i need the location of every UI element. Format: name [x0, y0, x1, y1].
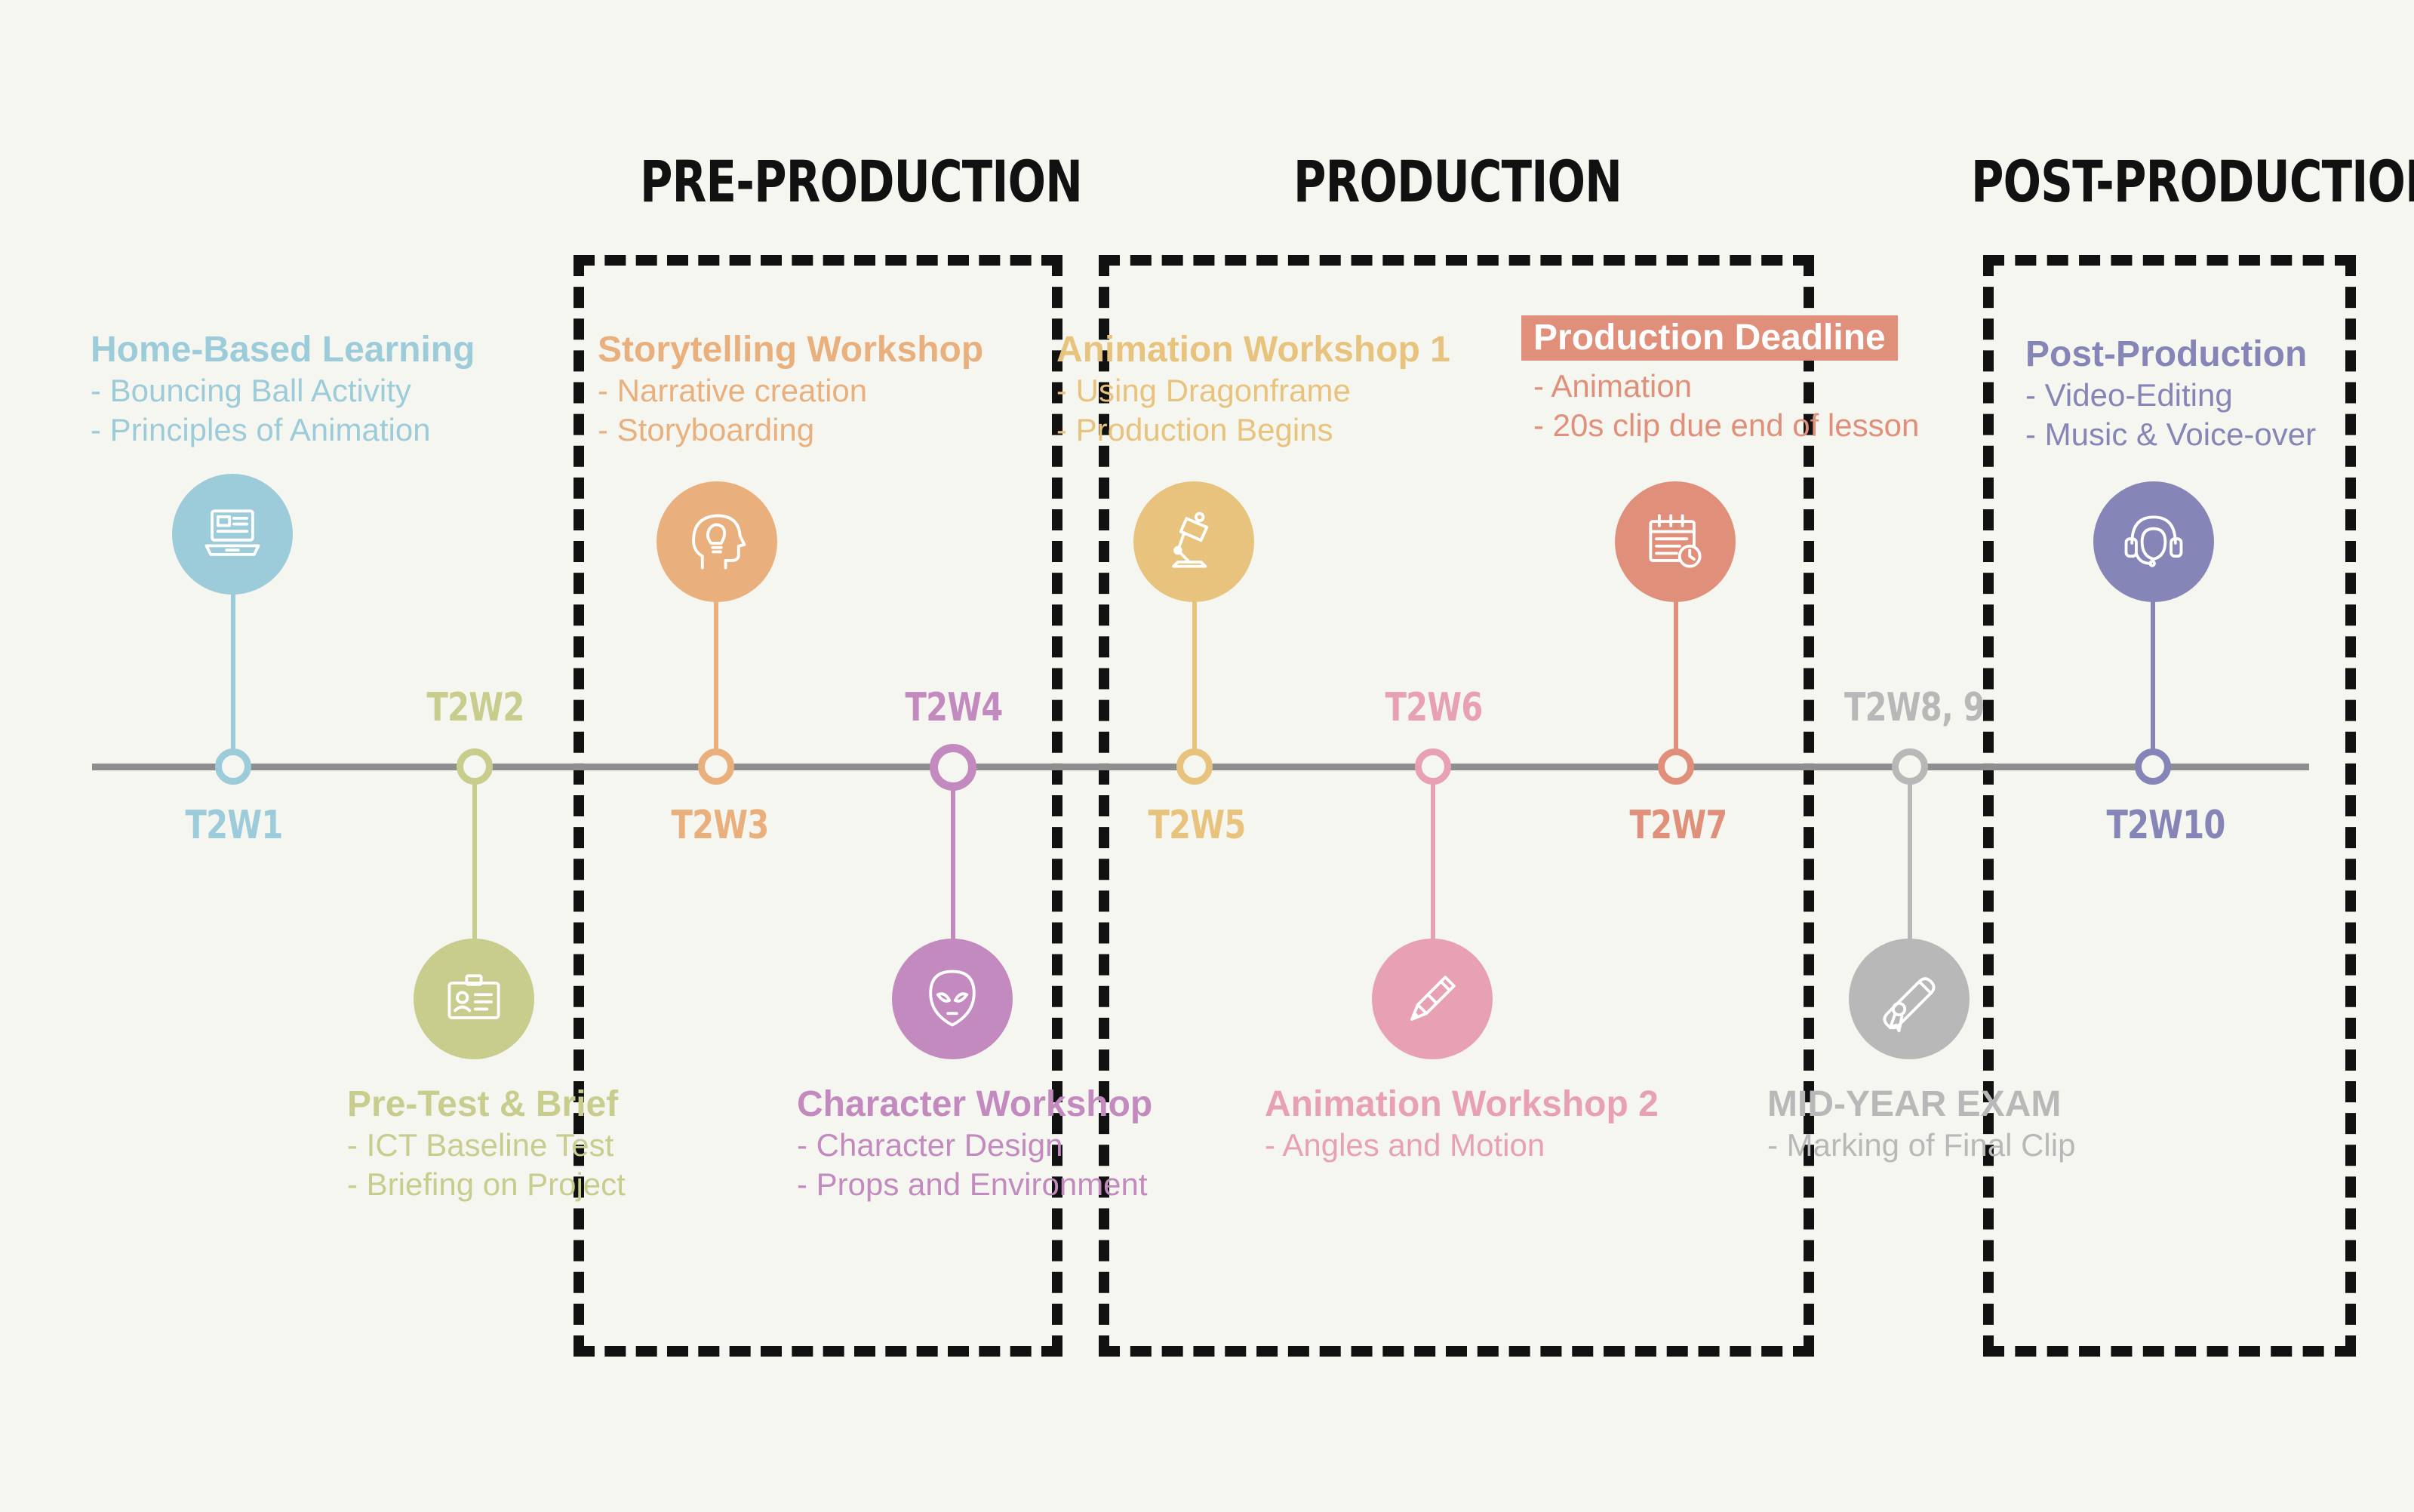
phase-box-post-production — [1983, 255, 2356, 1357]
week-label-t2w6: T2W6 — [1385, 685, 1484, 730]
milestone-marker-t2w4 — [930, 744, 976, 791]
diploma-icon — [1883, 977, 1936, 1033]
week-label-t2w10: T2W10 — [2106, 803, 2225, 848]
event-t2w8-9: MID-YEAR EXAM - Marking of Final Clip — [1767, 1083, 2075, 1165]
milestone-marker-t2w7 — [1658, 748, 1694, 785]
event-detail-t2w2-2: - Briefing on Project — [347, 1166, 626, 1202]
event-detail-t2w8-9-1: - Marking of Final Clip — [1767, 1127, 2076, 1163]
event-title-t2w2: Pre-Test & Brief — [347, 1084, 619, 1124]
milestone-marker-t2w5 — [1176, 748, 1213, 785]
idea-head-icon — [692, 514, 746, 570]
event-detail-t2w10-2: - Music & Voice-over — [2025, 416, 2317, 452]
phase-title-post-production: POST-PRODUCTION — [1971, 148, 2414, 215]
week-label-t2w4: T2W4 — [905, 685, 1004, 730]
badge-t2w4 — [892, 939, 1013, 1059]
event-t2w2: Pre-Test & Brief - ICT Baseline Test - B… — [347, 1083, 626, 1204]
stem-t2w1 — [231, 589, 235, 758]
event-detail-t2w5-1: - Using Dragonframe — [1056, 373, 1351, 408]
event-title-t2w6: Animation Workshop 2 — [1265, 1084, 1659, 1124]
stem-t2w4 — [951, 777, 955, 945]
event-detail-t2w3-2: - Storyboarding — [598, 412, 815, 447]
event-t2w4: Character Workshop - Character Design - … — [797, 1083, 1152, 1204]
badge-t2w7 — [1615, 481, 1736, 602]
event-detail-t2w1-2: - Principles of Animation — [91, 412, 431, 447]
badge-t2w10 — [2093, 481, 2214, 602]
phase-box-pre-production — [574, 255, 1062, 1357]
week-label-t2w1: T2W1 — [185, 803, 284, 848]
event-title-t2w7: Production Deadline — [1521, 315, 1898, 361]
event-title-t2w5: Animation Workshop 1 — [1056, 330, 1450, 370]
headset-icon — [2124, 515, 2183, 567]
stem-t2w8-9 — [1908, 777, 1912, 945]
event-detail-t2w5-2: - Production Begins — [1056, 412, 1333, 447]
milestone-marker-t2w8-9 — [1892, 748, 1928, 785]
alien-icon — [929, 970, 976, 1027]
phase-title-pre-production: PRE-PRODUCTION — [640, 148, 1083, 215]
stem-t2w10 — [2151, 596, 2155, 758]
stem-t2w5 — [1192, 596, 1197, 758]
event-title-t2w4: Character Workshop — [797, 1084, 1153, 1124]
week-label-t2w3: T2W3 — [671, 803, 770, 848]
event-detail-t2w3-1: - Narrative creation — [598, 373, 868, 408]
stem-t2w2 — [472, 777, 477, 945]
event-t2w1: Home-Based Learning - Bouncing Ball Acti… — [91, 329, 475, 450]
event-title-t2w8-9: MID-YEAR EXAM — [1767, 1084, 2062, 1124]
event-t2w7: Production Deadline - Animation - 20s cl… — [1521, 315, 1919, 445]
pencil-icon — [1410, 976, 1456, 1021]
week-label-t2w7: T2W7 — [1629, 803, 1728, 848]
event-detail-t2w2-1: - ICT Baseline Test — [347, 1127, 614, 1163]
event-detail-t2w1-1: - Bouncing Ball Activity — [91, 373, 411, 408]
event-detail-t2w7-1: - Animation — [1533, 368, 1693, 404]
event-title-t2w10: Post-Production — [2025, 334, 2308, 374]
milestone-marker-t2w1 — [215, 748, 251, 785]
milestone-marker-t2w2 — [457, 748, 493, 785]
milestone-marker-t2w6 — [1415, 748, 1451, 785]
calendar-clock-icon — [1649, 514, 1702, 568]
event-detail-t2w10-1: - Video-Editing — [2025, 377, 2233, 413]
milestone-marker-t2w10 — [2135, 748, 2171, 785]
event-t2w5: Animation Workshop 1 - Using Dragonframe… — [1056, 329, 1450, 450]
desk-lamp-icon — [1172, 512, 1209, 568]
event-t2w6: Animation Workshop 2 - Angles and Motion — [1265, 1083, 1659, 1165]
event-detail-t2w6-1: - Angles and Motion — [1265, 1127, 1545, 1163]
badge-t2w5 — [1133, 481, 1254, 602]
event-t2w3: Storytelling Workshop - Narrative creati… — [598, 329, 983, 450]
stem-t2w7 — [1674, 596, 1678, 758]
event-t2w10: Post-Production - Video-Editing - Music … — [2025, 333, 2316, 454]
badge-t2w6 — [1372, 939, 1493, 1059]
event-detail-t2w7-2: - 20s clip due end of lesson — [1533, 407, 1920, 443]
stem-t2w3 — [714, 596, 718, 758]
event-detail-t2w4-2: - Props and Environment — [797, 1166, 1148, 1202]
milestone-marker-t2w3 — [698, 748, 734, 785]
stem-t2w6 — [1431, 777, 1435, 945]
week-label-t2w2: T2W2 — [426, 685, 525, 730]
badge-t2w1 — [172, 474, 293, 595]
event-title-t2w1: Home-Based Learning — [91, 330, 475, 370]
event-detail-t2w4-1: - Character Design — [797, 1127, 1063, 1163]
badge-t2w8-9 — [1849, 939, 1970, 1059]
badge-t2w2 — [414, 939, 534, 1059]
event-title-t2w3: Storytelling Workshop — [598, 330, 984, 370]
week-label-t2w5: T2W5 — [1148, 803, 1247, 848]
id-card-icon — [447, 974, 500, 1019]
badge-t2w3 — [657, 481, 777, 602]
phase-title-production: PRODUCTION — [1293, 148, 1622, 215]
phase-box-production — [1099, 255, 1814, 1357]
week-label-t2w8-9: T2W8, 9 — [1844, 685, 1985, 730]
laptop-icon — [204, 509, 260, 556]
